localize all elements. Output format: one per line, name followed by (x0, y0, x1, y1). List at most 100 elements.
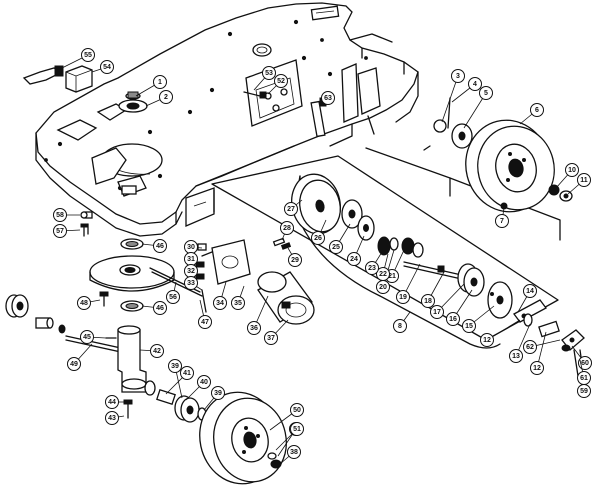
callout-31: 31 (184, 252, 201, 266)
callout-circle (168, 359, 182, 373)
callout-circle (159, 90, 173, 104)
top-pulley-assembly (118, 91, 148, 113)
callout-number: 11 (580, 177, 588, 184)
callout-number: 47 (201, 319, 209, 326)
rear-wheel (465, 119, 573, 213)
callout-number: 54 (103, 64, 111, 71)
callout-circle (211, 386, 225, 400)
callout-circle (421, 294, 435, 308)
callout-number: 27 (287, 206, 295, 213)
callout-circle (247, 321, 261, 335)
callout-circle (153, 75, 167, 89)
callout-circle (280, 221, 294, 235)
callout-number: 34 (216, 300, 224, 307)
callout-circle (530, 103, 544, 117)
callout-number: 63 (324, 95, 332, 102)
callout-circle (523, 340, 537, 354)
callout-circle (287, 445, 301, 459)
callout-2: 2 (145, 90, 173, 107)
callout-35: 35 (231, 285, 245, 310)
callout-circle (495, 214, 509, 228)
callout-number: 29 (291, 257, 299, 264)
callout-number: 14 (526, 288, 534, 295)
callout-circle (53, 224, 67, 238)
pivot-plate-assembly (83, 211, 203, 312)
callout-49: 49 (67, 343, 93, 371)
callout-number: 50 (293, 407, 301, 414)
callout-55: 55 (61, 48, 95, 69)
callout-11: 11 (567, 173, 591, 195)
callout-number: 2 (164, 94, 168, 101)
callout-circle (577, 371, 591, 385)
callout-circle (479, 86, 493, 100)
callout-number: 15 (465, 323, 473, 330)
callout-3: 3 (441, 69, 465, 123)
callout-16: 16 (446, 289, 473, 326)
callout-number: 43 (108, 415, 116, 422)
callout-6: 6 (519, 103, 544, 125)
callout-number: 24 (350, 256, 358, 263)
callout-number: 20 (379, 284, 387, 291)
callout-number: 62 (526, 344, 534, 351)
callout-circle (480, 333, 494, 347)
callout-number: 59 (580, 388, 588, 395)
callout-53: 53 (253, 66, 276, 91)
callout-circle (150, 344, 164, 358)
callout-number: 42 (153, 348, 161, 355)
callout-number: 60 (581, 360, 589, 367)
callout-circle (262, 66, 276, 80)
callout-circle (565, 163, 579, 177)
callout-number: 12 (483, 337, 491, 344)
callout-number: 25 (332, 244, 340, 251)
callout-circle (347, 252, 361, 266)
callout-number: 39 (214, 390, 222, 397)
callout-48: 48 (77, 296, 101, 310)
callout-number: 18 (424, 298, 432, 305)
callout-circle (264, 331, 278, 345)
callout-number: 32 (187, 268, 195, 275)
callout-number: 4 (473, 81, 477, 88)
callout-number: 45 (83, 334, 91, 341)
callout-58: 58 (53, 208, 80, 222)
callout-39: 39 (168, 359, 183, 399)
callout-62: 62 (523, 339, 561, 354)
callout-number: 21 (388, 273, 396, 280)
callout-circle (530, 361, 544, 375)
callout-circle (577, 173, 591, 187)
callout-number: 16 (449, 316, 457, 323)
callout-51: 51 (275, 422, 304, 451)
callout-38: 38 (279, 445, 301, 465)
callout-circle (329, 240, 343, 254)
callout-circle (430, 305, 444, 319)
callout-14: 14 (517, 284, 537, 313)
callout-number: 10 (568, 167, 576, 174)
callout-number: 1 (158, 79, 162, 86)
callout-number: 46 (156, 305, 164, 312)
callout-number: 17 (433, 309, 441, 316)
callout-circle (213, 296, 227, 310)
callout-37: 37 (264, 319, 289, 345)
callout-number: 36 (250, 325, 258, 332)
callout-number: 31 (187, 256, 195, 263)
callout-circle (290, 422, 304, 436)
callout-28: 28 (280, 221, 294, 241)
callout-circle (153, 301, 167, 315)
callout-27: 27 (284, 199, 303, 216)
callout-circle (321, 91, 335, 105)
leader-line (441, 75, 459, 123)
callout-circle (53, 208, 67, 222)
callout-41: 41 (165, 366, 194, 395)
callout-number: 26 (314, 235, 322, 242)
callout-circle (231, 296, 245, 310)
callout-8: 8 (393, 311, 411, 333)
callout-number: 55 (84, 52, 92, 59)
callout-number: 39 (171, 363, 179, 370)
callout-56: 56 (166, 281, 180, 304)
callout-number: 3 (456, 73, 460, 80)
callout-circle (396, 290, 410, 304)
callout-number: 57 (56, 228, 64, 235)
callout-circle (153, 239, 167, 253)
callout-52: 52 (267, 74, 288, 95)
callout-13: 13 (509, 323, 531, 363)
